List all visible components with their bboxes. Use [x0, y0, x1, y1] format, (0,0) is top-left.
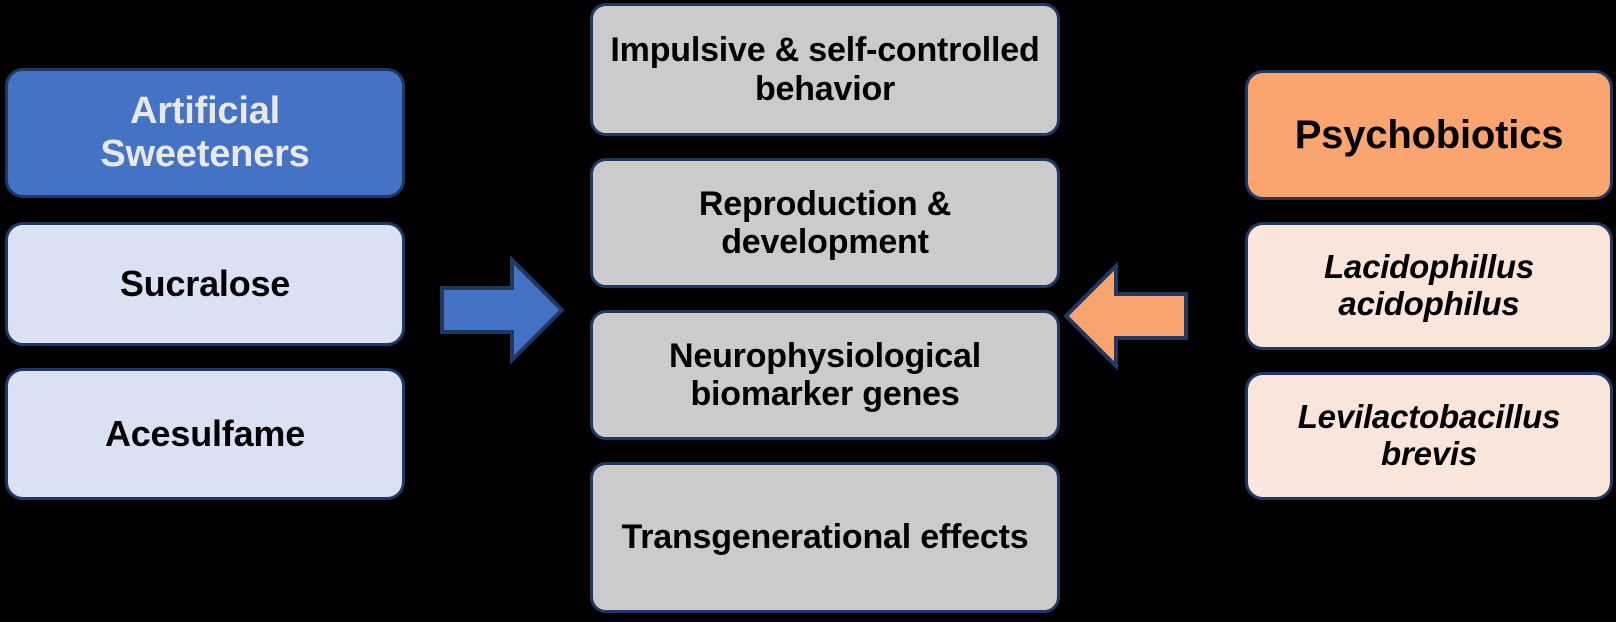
artificial-sweeteners-header-label: Artificial Sweeteners — [100, 90, 310, 175]
psychobiotic-item-lacidophillus-acidophilus: Lacidophillus acidophilus — [1245, 222, 1613, 350]
outcome-neurophysiological-biomarker-genes: Neurophysiological biomarker genes — [590, 310, 1060, 440]
outcome-neurophysiological-biomarker-genes-label: Neurophysiological biomarker genes — [669, 336, 981, 413]
psychobiotic-item-levilactobacillus-brevis-label: Levilactobacillus brevis — [1297, 398, 1561, 472]
psychobiotics-header: Psychobiotics — [1245, 70, 1613, 200]
arrow-right-icon — [440, 256, 565, 364]
psychobiotics-header-label: Psychobiotics — [1294, 112, 1564, 157]
sweetener-item-sucralose: Sucralose — [5, 222, 405, 346]
outcome-transgenerational-effects-label: Transgenerational effects — [621, 518, 1029, 557]
psychobiotic-item-levilactobacillus-brevis: Levilactobacillus brevis — [1245, 372, 1613, 500]
psychobiotic-item-lacidophillus-acidophilus-label: Lacidophillus acidophilus — [1323, 248, 1535, 322]
sweetener-item-acesulfame-label: Acesulfame — [104, 412, 306, 454]
outcome-reproduction-development-label: Reproduction & development — [698, 184, 952, 261]
arrow-left-icon — [1063, 262, 1188, 370]
outcome-impulsive-behavior-label: Impulsive & self-controlled behavior — [610, 31, 1040, 108]
sweetener-item-acesulfame: Acesulfame — [5, 368, 405, 500]
sweetener-item-sucralose-label: Sucralose — [119, 262, 291, 304]
outcome-transgenerational-effects: Transgenerational effects — [590, 462, 1060, 613]
artificial-sweeteners-header: Artificial Sweeteners — [5, 68, 405, 198]
outcome-reproduction-development: Reproduction & development — [590, 158, 1060, 288]
outcome-impulsive-behavior: Impulsive & self-controlled behavior — [590, 3, 1060, 136]
